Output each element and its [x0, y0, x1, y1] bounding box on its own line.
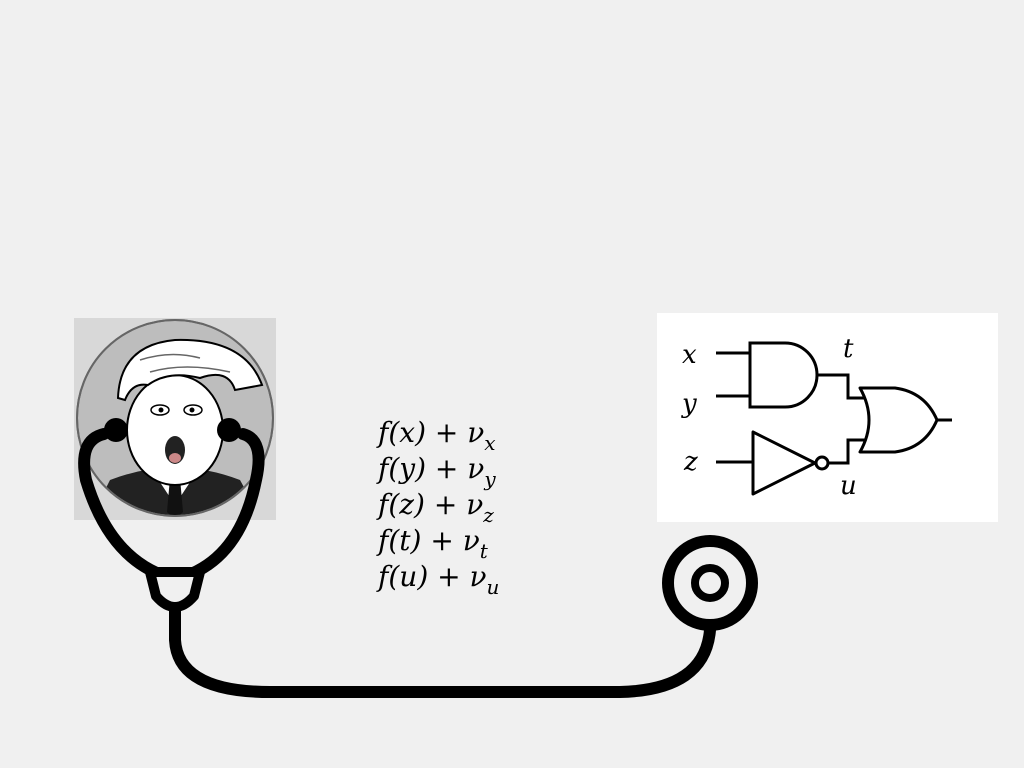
equation-x: f(x) + νx — [376, 416, 496, 455]
circuit-panel — [657, 313, 998, 522]
equation-u: f(u) + νu — [376, 560, 499, 599]
or-gate — [858, 386, 939, 454]
wire-u — [828, 438, 868, 465]
input-label-x: x — [682, 340, 697, 370]
stethoscope-icon — [78, 418, 758, 698]
input-label-z: z — [683, 447, 698, 477]
and-gate — [748, 341, 819, 409]
wire-label-t: t — [843, 334, 854, 364]
not-gate — [751, 430, 830, 496]
equation-z: f(z) + νz — [376, 488, 494, 527]
equation-t: f(t) + νt — [376, 524, 489, 563]
equation-y: f(y) + νy — [376, 452, 496, 491]
wire-label-u: u — [840, 471, 857, 501]
equation-list: f(x) + νxf(y) + νyf(z) + νzf(t) + νtf(u)… — [376, 416, 499, 599]
person-avatar-icon — [74, 318, 276, 520]
wire-t — [817, 373, 868, 400]
logic-circuit: x y z t u — [657, 313, 998, 522]
input-label-y: y — [681, 389, 697, 419]
